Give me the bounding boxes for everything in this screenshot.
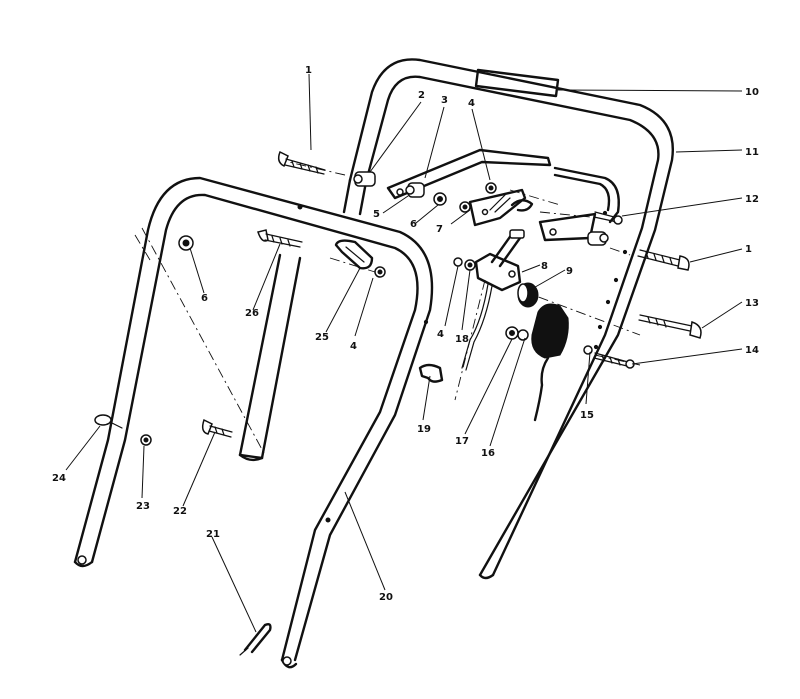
callout-4-upper: 4 [468, 98, 475, 109]
callout-4-center: 4 [437, 329, 444, 340]
knob-24 [94, 414, 123, 429]
nut-4-center [453, 257, 463, 267]
callout-14: 14 [745, 345, 759, 356]
handle-grip [474, 68, 560, 98]
callout-20: 20 [379, 592, 393, 603]
callout-5: 5 [373, 209, 380, 220]
callout-16: 16 [481, 448, 495, 459]
callout-6-left: 6 [201, 293, 208, 304]
callout-13: 13 [745, 298, 759, 309]
callout-23: 23 [136, 501, 150, 512]
upper-handle [342, 58, 674, 580]
callout-26: 26 [245, 308, 259, 319]
nut-4-upper [485, 182, 497, 194]
callout-24: 24 [52, 473, 66, 484]
control-bail [386, 148, 620, 242]
callout-3: 3 [441, 95, 448, 106]
bushing-2 [353, 171, 376, 187]
control-cable [461, 283, 493, 371]
nut-4-left [374, 266, 386, 278]
lower-handle [73, 176, 434, 669]
callout-25: 25 [315, 332, 329, 343]
cable-bracket [468, 188, 534, 227]
bolt-1-lower [637, 249, 690, 271]
leader-lines [65, 73, 743, 633]
cable-clip-25 [334, 239, 374, 270]
hairpin-21 [239, 622, 272, 656]
bolt-13 [638, 314, 702, 339]
washer-16 [517, 329, 529, 341]
stop-switch-assembly [531, 303, 569, 422]
callout-labels: 1 2 3 4 5 6 7 10 11 12 1 13 14 8 9 15 16… [52, 65, 759, 603]
assembly-guide-lines [134, 159, 641, 456]
callout-4-left: 4 [350, 341, 357, 352]
locknut-6-left [178, 235, 194, 251]
callout-18: 18 [455, 334, 469, 345]
callout-1-lower: 1 [745, 244, 752, 255]
bolt-26 [257, 229, 303, 248]
locknut-6-upper [433, 192, 447, 206]
callout-12: 12 [745, 194, 759, 205]
cable-clip-19 [418, 363, 444, 383]
callout-19: 19 [417, 424, 431, 435]
callout-8: 8 [541, 261, 548, 272]
bolt-1-upper [277, 150, 326, 175]
engine-control-8 [474, 229, 525, 292]
callout-21: 21 [206, 529, 220, 540]
washer-18 [464, 259, 476, 271]
callout-22: 22 [173, 506, 187, 517]
callout-1-upper: 1 [305, 65, 312, 76]
callout-15: 15 [580, 410, 594, 421]
bolt-22 [201, 418, 233, 438]
washer-15 [583, 345, 593, 355]
callout-17: 17 [455, 436, 469, 447]
bushing-lower-right [587, 231, 609, 246]
washer-near-bracket [459, 201, 471, 213]
bolt-12 [593, 211, 623, 225]
callout-11: 11 [745, 147, 759, 158]
callout-6-upper: 6 [410, 219, 417, 230]
control-knob-9 [517, 282, 539, 308]
nut-23 [140, 434, 152, 446]
spacer-5 [405, 182, 425, 198]
callout-10: 10 [745, 87, 759, 98]
callout-9: 9 [566, 266, 573, 277]
callout-2: 2 [418, 90, 425, 101]
nut-17 [505, 326, 519, 340]
callout-7: 7 [436, 224, 443, 235]
